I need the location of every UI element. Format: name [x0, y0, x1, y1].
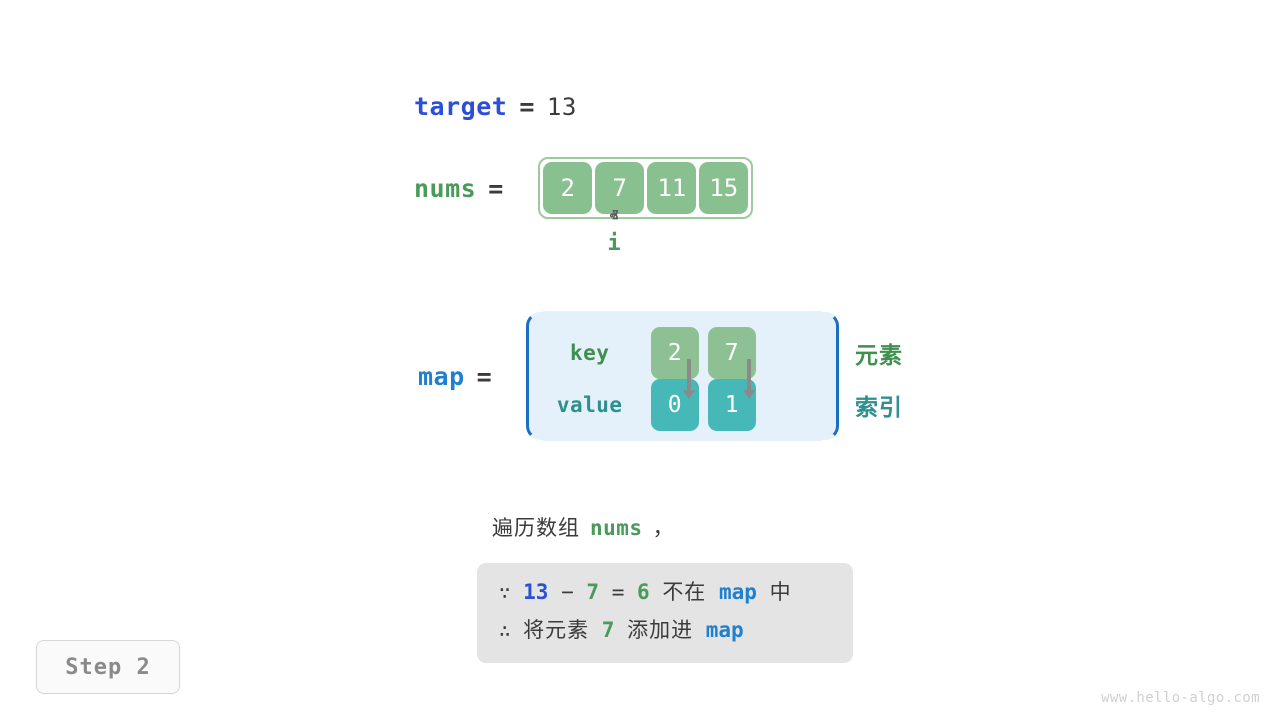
reasoning-box: ∵ 13 − 7 = 6 不在 map 中 ∴ 将元素 7 添加进 map	[477, 563, 853, 663]
caption-line: 遍历数组 nums ，	[492, 512, 675, 542]
reason1-map-code: map	[718, 580, 757, 604]
map-value-cell: 0	[650, 379, 699, 431]
index-pointer-group: ⱏ i	[591, 208, 637, 257]
map-legend: 元素 索引	[855, 330, 903, 434]
map-key-cell: 7	[707, 327, 756, 379]
reason1-result-number: 6	[637, 580, 650, 604]
caption-code-nums: nums	[590, 516, 643, 540]
nums-array-container: 2 7 11 15	[538, 157, 754, 219]
reason2-map-code: map	[705, 618, 744, 642]
map-variable-name: map	[418, 361, 465, 391]
reason1-text-end: 中	[769, 580, 792, 604]
reason1-text-mid: 不在	[662, 580, 707, 604]
nums-variable-name: nums	[414, 173, 477, 203]
target-variable-name: target	[414, 92, 508, 121]
reason2-number: 7	[601, 618, 615, 642]
caption-prefix: 遍历数组	[492, 516, 580, 540]
reason1-target-number: 13	[523, 580, 549, 604]
watermark: www.hello-algo.com	[1101, 690, 1260, 706]
reasoning-line-2: ∴ 将元素 7 添加进 map	[499, 612, 831, 650]
reason1-current-number: 7	[586, 580, 600, 604]
reason2-text-start: 将元素	[523, 618, 590, 642]
map-key-cells: 2 7	[650, 327, 756, 379]
because-symbol-icon: ∵	[499, 582, 511, 604]
therefore-symbol-icon: ∴	[499, 620, 511, 642]
map-container: key 2 7 value 0 1	[525, 311, 839, 441]
map-value-row: value 0 1	[529, 379, 836, 431]
pointer-caret-icon: ⱏ	[609, 207, 619, 227]
reason1-minus-sign: −	[561, 580, 574, 604]
map-key-cell: 2	[650, 327, 699, 379]
reason2-text-mid: 添加进	[627, 618, 694, 642]
pointer-label-i: i	[607, 231, 621, 256]
legend-index-label: 索引	[855, 395, 903, 421]
nums-equals-sign: =	[488, 173, 504, 203]
target-value: 13	[546, 93, 577, 121]
map-equals-sign: =	[476, 361, 492, 391]
target-row: target = 13	[414, 92, 577, 121]
array-cell: 11	[647, 162, 697, 214]
map-key-row: key 2 7	[529, 327, 836, 379]
array-cell: 2	[543, 162, 593, 214]
map-value-cells: 0 1	[650, 379, 756, 431]
map-key-label: key	[570, 341, 610, 365]
nums-row: nums = 2 7 11 15	[414, 157, 754, 219]
reasoning-line-1: ∵ 13 − 7 = 6 不在 map 中	[499, 574, 831, 612]
array-cell: 15	[699, 162, 749, 214]
step-badge: Step 2	[36, 640, 180, 694]
target-equals-sign: =	[519, 92, 535, 121]
key-to-value-arrow-icon	[746, 359, 751, 391]
legend-element-label: 元素	[855, 343, 903, 369]
key-to-value-arrow-icon	[686, 359, 691, 391]
map-value-label: value	[556, 393, 623, 417]
array-cell: 7	[595, 162, 645, 214]
reason1-equals-sign: =	[611, 580, 625, 604]
caption-suffix: ，	[652, 516, 675, 540]
map-row: map = key 2 7 value 0 1	[418, 311, 839, 441]
